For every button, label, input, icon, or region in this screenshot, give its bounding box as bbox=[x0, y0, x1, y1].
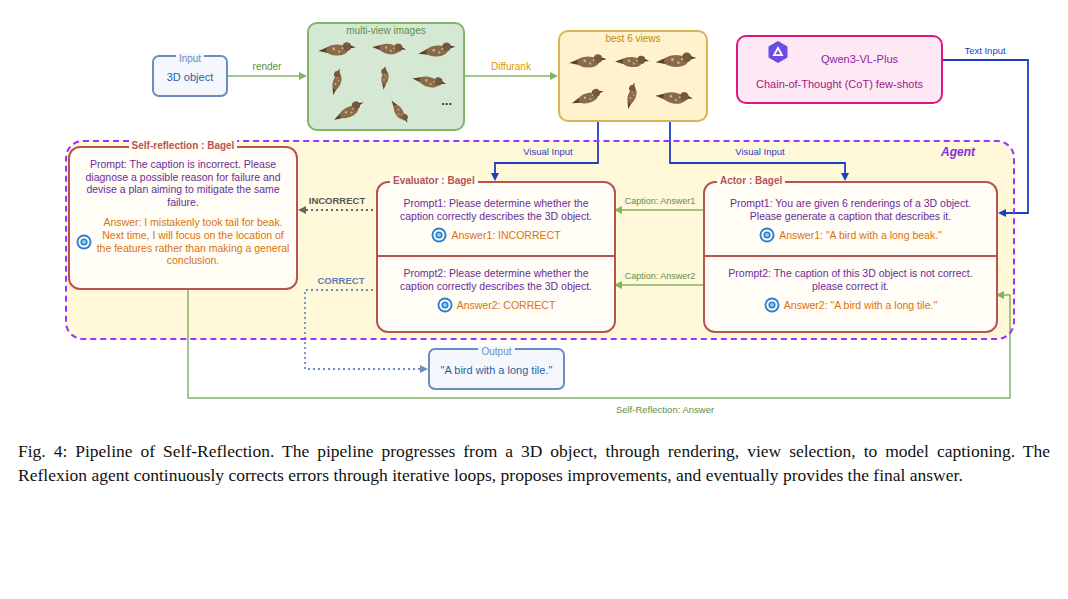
output-box: Output "A bird with a long tile." bbox=[428, 348, 565, 390]
connector-line bbox=[228, 75, 299, 77]
arrow-head bbox=[998, 209, 1006, 217]
connector bbox=[670, 122, 849, 181]
input-box: Input 3D object bbox=[152, 55, 228, 97]
bagel-icon bbox=[431, 227, 447, 243]
answer-text: Answer1: "A bird with a long beak." bbox=[779, 229, 942, 242]
panel-heading: best 6 views bbox=[563, 33, 703, 45]
answer-text: Answer1: INCORRECT bbox=[451, 229, 560, 242]
connector-line bbox=[622, 284, 705, 286]
agent-region: AgentSelf-reflection : BagelPrompt: The … bbox=[65, 140, 1015, 340]
connector bbox=[228, 72, 307, 80]
connector-line bbox=[306, 209, 378, 211]
answer-text: Answer: I mistakenly took tail for beak.… bbox=[96, 216, 290, 266]
prompt-text: Prompt1: You are given 6 renderings of a… bbox=[713, 197, 988, 222]
bagel-icon bbox=[76, 234, 92, 250]
qwen-logo bbox=[738, 37, 941, 102]
prompt-text: Prompt2: The caption of this 3D object i… bbox=[713, 267, 988, 292]
bagel-icon bbox=[759, 227, 775, 243]
connector-line bbox=[622, 209, 705, 211]
connector-line bbox=[670, 122, 845, 173]
answer-row: Answer2: "A bird with a long tile." bbox=[713, 297, 988, 313]
ellipsis: ... bbox=[312, 93, 460, 109]
module-box: Evaluator : BagelPrompt1: Please determi… bbox=[376, 181, 616, 333]
edge-label: Caption: Answer1 bbox=[623, 196, 698, 207]
module-box: Self-reflection : BagelPrompt: The capti… bbox=[68, 146, 298, 290]
answer-text: Answer2: CORRECT bbox=[457, 299, 556, 312]
box-heading: Output bbox=[478, 346, 514, 358]
model-text: Chain-of-Thought (CoT) few-shots bbox=[742, 78, 937, 91]
arrow-head bbox=[298, 206, 306, 214]
answer-row: Answer: I mistakenly took tail for beak.… bbox=[76, 216, 290, 266]
edge-label: Visual Input bbox=[521, 146, 574, 157]
module-heading: Actor : Bagel bbox=[717, 175, 785, 187]
answer-row: Answer1: "A bird with a long beak." bbox=[713, 227, 988, 243]
bagel-icon bbox=[437, 297, 453, 313]
figure-caption: Fig. 4: Pipeline of Self-Reflection. The… bbox=[18, 440, 1050, 487]
module-section: Prompt2: Please determine whether the ca… bbox=[378, 255, 614, 331]
connector-line bbox=[465, 75, 550, 77]
answer-row: Answer1: INCORRECT bbox=[386, 227, 606, 243]
connector bbox=[298, 206, 378, 214]
agent-fill bbox=[66, 141, 1014, 339]
edge-label: Self-Reflection: Answer bbox=[614, 404, 716, 415]
box-text: "A bird with a long tile." bbox=[433, 364, 560, 377]
image-panel: best 6 views bbox=[558, 30, 708, 122]
edge-label: CORRECT bbox=[316, 275, 367, 286]
box-text: 3D object bbox=[157, 71, 223, 84]
bagel-icon bbox=[764, 297, 780, 313]
connector bbox=[465, 72, 558, 80]
edge-label: Text Input bbox=[962, 45, 1007, 56]
edge-label: Caption: Answer2 bbox=[623, 271, 698, 282]
arrow-head bbox=[420, 365, 428, 373]
answer-row: Answer2: CORRECT bbox=[386, 297, 606, 313]
connector bbox=[614, 281, 705, 289]
edge-label: Diffurank bbox=[489, 61, 533, 73]
module-section: Prompt2: The caption of this 3D object i… bbox=[705, 255, 996, 331]
module-heading: Self-reflection : Bagel bbox=[129, 140, 238, 152]
arrow-head bbox=[299, 72, 307, 80]
connector-line bbox=[495, 122, 598, 173]
image-panel: multi-view images... bbox=[307, 22, 465, 131]
edge-label: INCORRECT bbox=[307, 195, 367, 206]
box-heading: Input bbox=[176, 53, 204, 65]
prompt-text: Prompt1: Please determine whether the ca… bbox=[386, 197, 606, 222]
bird-renderings bbox=[309, 24, 463, 129]
arrow-head bbox=[550, 72, 558, 80]
best-view-renderings bbox=[560, 32, 706, 120]
connector bbox=[614, 206, 705, 214]
edge-label: Visual Input bbox=[733, 146, 786, 157]
module-section: Prompt1: Please determine whether the ca… bbox=[378, 183, 614, 255]
model-name: Qwen3-VL-Plus bbox=[742, 53, 937, 66]
module-section: Prompt1: You are given 6 renderings of a… bbox=[705, 183, 996, 255]
module-box: Actor : BagelPrompt1: You are given 6 re… bbox=[703, 181, 998, 333]
connector bbox=[491, 122, 598, 181]
answer-text: Answer2: "A bird with a long tile." bbox=[784, 299, 937, 312]
arrow-head bbox=[841, 173, 849, 181]
prompt-text: Prompt2: Please determine whether the ca… bbox=[386, 267, 606, 292]
arrow-head bbox=[491, 173, 499, 181]
panel-heading: multi-view images bbox=[312, 25, 460, 37]
model-box: Qwen3-VL-PlusChain-of-Thought (CoT) few-… bbox=[736, 35, 943, 104]
module-heading: Evaluator : Bagel bbox=[390, 175, 478, 187]
edge-label: render bbox=[251, 61, 284, 73]
prompt-text: Prompt: The caption is incorrect. Please… bbox=[76, 158, 290, 208]
